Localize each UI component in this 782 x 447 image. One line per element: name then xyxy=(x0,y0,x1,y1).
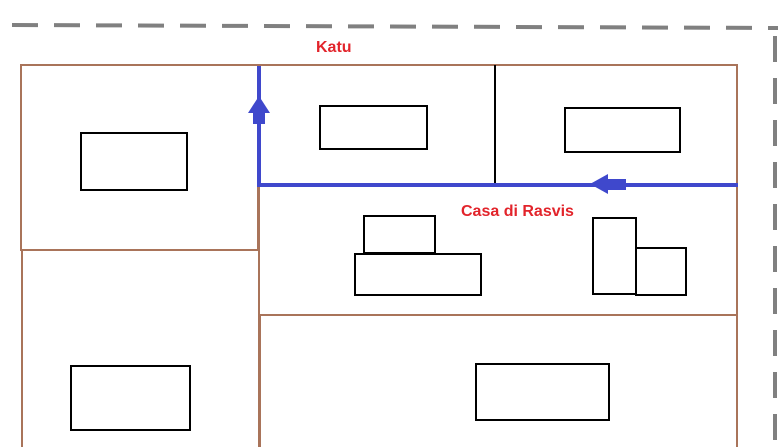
building-northwest xyxy=(80,132,188,191)
boundary-top xyxy=(11,23,779,30)
building-rasvis-upper xyxy=(363,215,436,254)
route-arrow-up-icon xyxy=(248,96,270,124)
building-east-small xyxy=(635,247,687,296)
parcel-southeast xyxy=(259,314,738,447)
route-arrow-left-icon xyxy=(590,174,626,194)
street-label: Katu xyxy=(316,39,352,56)
house-label: Casa di Rasvis xyxy=(461,203,574,220)
building-southwest xyxy=(70,365,191,431)
route-arrows xyxy=(248,96,626,194)
buildings xyxy=(70,105,687,431)
building-north-east xyxy=(564,107,681,153)
property-boundary xyxy=(11,23,779,447)
building-north-middle xyxy=(319,105,428,150)
building-rasvis-lower xyxy=(354,253,482,296)
building-southeast xyxy=(475,363,610,421)
parcels xyxy=(20,64,738,447)
building-east-tall xyxy=(592,217,637,295)
